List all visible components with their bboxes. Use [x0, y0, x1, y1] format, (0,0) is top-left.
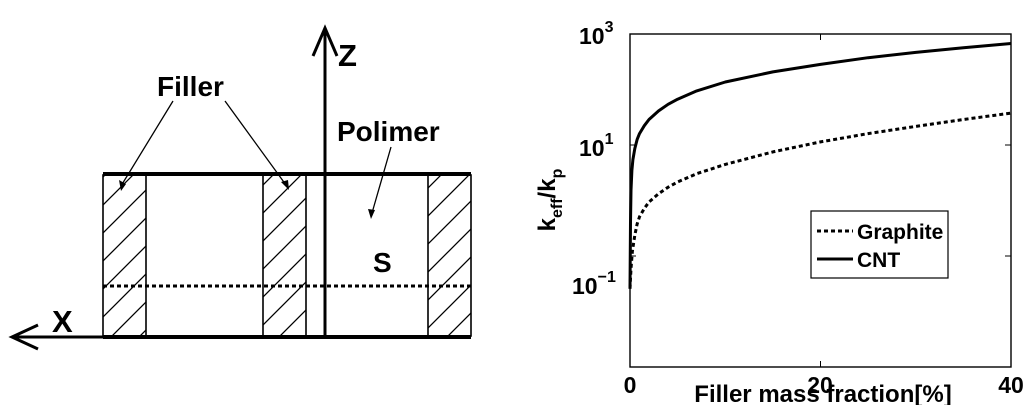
legend-box — [810, 210, 949, 279]
y-axis-title: keff/kp — [534, 168, 566, 231]
y-tick-exponent: 3 — [605, 19, 614, 36]
y-axis-title-main: k — [534, 217, 561, 231]
ticks — [629, 33, 1012, 367]
chart: 0 20 40 103 101 10−1 Filler mass fractio… — [534, 19, 1024, 405]
svg-text:101: 101 — [579, 131, 614, 161]
x-tick-label-40: 40 — [998, 372, 1024, 398]
x-axis-title: Filler mass fraction[%] — [694, 381, 951, 405]
filler-column-right — [427, 174, 472, 337]
filler-pointer-right-arrowhead-icon — [281, 180, 289, 190]
polymer-label: Polimer — [337, 116, 440, 147]
filler-label: Filler — [157, 71, 224, 102]
y-tick-label-10: 101 — [579, 131, 614, 161]
y-tick-label-1000: 103 — [579, 19, 614, 49]
series-line-graphite — [628, 111, 1012, 289]
legend: Graphite CNT — [810, 210, 949, 279]
y-tick-base: 10 — [572, 273, 598, 299]
y-axis-title-sub1: eff — [549, 198, 566, 218]
polymer-pointer — [371, 146, 392, 214]
legend-label-graphite: Graphite — [857, 221, 943, 244]
section-label: S — [373, 247, 392, 278]
y-axis-title-sep: /k — [534, 178, 561, 199]
svg-text:103: 103 — [579, 19, 614, 49]
y-tick-base: 10 — [579, 23, 605, 49]
filler-pointer-left — [120, 100, 174, 187]
z-axis-label: Z — [338, 38, 357, 73]
y-tick-base: 10 — [579, 135, 605, 161]
x-tick-label-0: 0 — [624, 372, 637, 398]
x-axis-label: X — [52, 304, 73, 339]
y-tick-exponent: 1 — [605, 131, 614, 148]
filler-column-center — [262, 174, 307, 337]
plot-area — [629, 33, 1012, 368]
filler-pointer-left-arrowhead-icon — [119, 180, 126, 191]
filler-column-left — [102, 174, 147, 337]
y-tick-exponent: −1 — [598, 269, 616, 286]
legend-label-cnt: CNT — [857, 249, 900, 272]
y-axis-title-sub2: p — [549, 168, 566, 178]
composite-schematic: Filler Polimer Z X S — [8, 24, 472, 351]
y-tick-label-0.1: 10−1 — [572, 269, 616, 299]
x-axis-arrowhead-icon — [8, 323, 39, 351]
z-axis-arrowhead-icon — [311, 24, 339, 57]
filler-pointer-right — [224, 100, 287, 186]
polymer-pointer-arrowhead-icon — [368, 209, 375, 219]
series-line-cnt — [628, 42, 1012, 289]
series-layer — [628, 42, 1012, 289]
svg-text:10−1: 10−1 — [572, 269, 616, 299]
x-tick-label-20: 20 — [807, 372, 833, 398]
